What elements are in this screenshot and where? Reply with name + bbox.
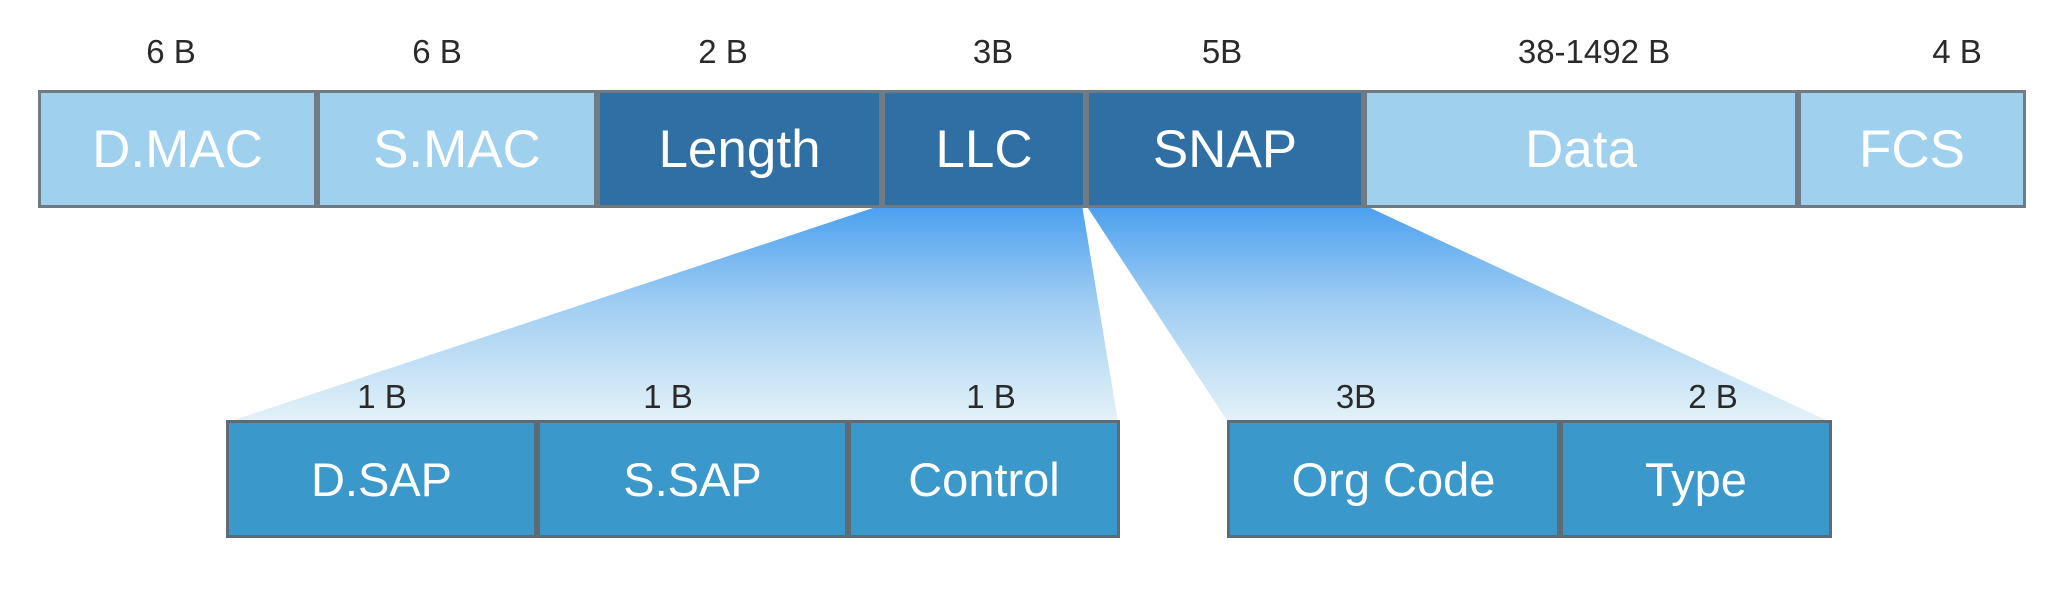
field-length: Length: [597, 90, 882, 208]
size-label-llc: 3B: [972, 33, 1014, 70]
field-dsap: D.SAP: [226, 420, 537, 538]
field-data: Data: [1364, 90, 1798, 208]
size-label-org-code: 3B: [1335, 378, 1377, 415]
size-label-dsap: 1 B: [357, 378, 407, 415]
field-smac: S.MAC: [317, 90, 597, 208]
size-label-ssap: 1 B: [643, 378, 693, 415]
size-label-length: 2 B: [698, 33, 748, 70]
field-snap: SNAP: [1086, 90, 1364, 208]
size-label-snap: 5B: [1201, 33, 1243, 70]
field-llc: LLC: [882, 90, 1086, 208]
size-label-type: 2 B: [1688, 378, 1738, 415]
size-label-data: 38-1492 B: [1517, 33, 1671, 70]
snap-expansion-fan: [1086, 205, 1830, 422]
size-label-dmac: 6 B: [146, 33, 196, 70]
size-label-smac: 6 B: [412, 33, 462, 70]
field-org-code: Org Code: [1227, 420, 1560, 538]
field-ssap: S.SAP: [537, 420, 848, 538]
field-fcs: FCS: [1798, 90, 2026, 208]
size-label-fcs: 4 B: [1932, 33, 1982, 70]
llc-expansion-fan: [228, 205, 1118, 422]
field-control: Control: [848, 420, 1120, 538]
field-dmac: D.MAC: [38, 90, 317, 208]
field-type: Type: [1560, 420, 1832, 538]
size-label-control: 1 B: [966, 378, 1016, 415]
